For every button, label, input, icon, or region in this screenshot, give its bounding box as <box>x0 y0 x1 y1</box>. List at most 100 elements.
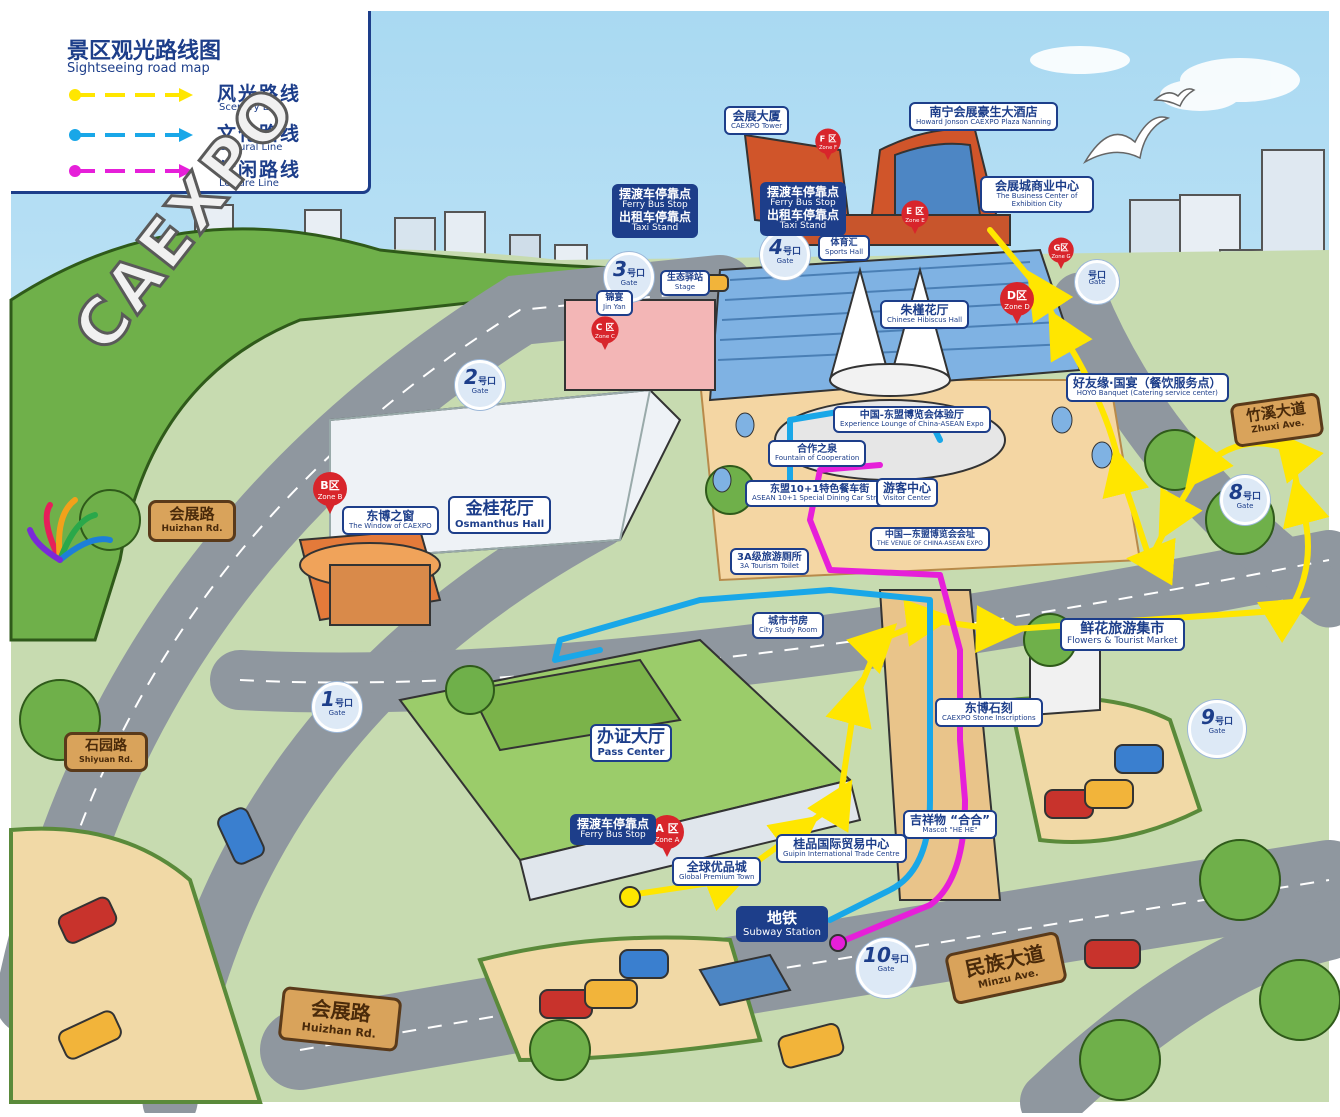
huizhan-top-en: Huizhan Rd. <box>161 524 223 534</box>
ferry-right-en: Ferry Bus Stop <box>770 198 836 209</box>
osmanthus-en: Osmanthus Hall <box>455 518 545 530</box>
zone-d-label: D区 <box>1006 289 1028 302</box>
legend-leisure-label: 休闲路线 <box>217 159 302 181</box>
zone-e-label: E 区 <box>906 206 924 217</box>
mascot-label[interactable]: 吉祥物 “合合”Mascot "HE HE" <box>903 810 997 839</box>
zone-c-en: Zone C <box>595 333 615 340</box>
study-en: City Study Room <box>759 626 818 634</box>
zone-e-en: Zone E <box>905 217 925 224</box>
legend-title: 景区观光路线图 <box>67 39 222 64</box>
huizhan-top-zh: 会展路 <box>169 505 215 523</box>
leisure-line-swatch <box>69 164 193 178</box>
gate-1-hao: 号口 <box>334 699 353 709</box>
business-center-zh: 会展城商业中心 <box>994 179 1079 193</box>
sports-hall-zh: 体育汇 <box>830 238 858 248</box>
scenery-line-swatch <box>69 88 193 102</box>
gate-9-hao: 号口 <box>1214 717 1233 727</box>
gate-8-hao: 号口 <box>1242 492 1261 502</box>
gate-8-number: 8 <box>1229 480 1243 504</box>
osmanthus-zh: 金桂花厅 <box>465 499 534 519</box>
mascot-zh: 吉祥物 “合合” <box>910 813 990 827</box>
taxi-left-en: Taxi Stand <box>631 223 679 234</box>
hoyo-zh: 好友缘·国宴（餐饮服务点） <box>1073 376 1222 390</box>
legend-row-scenery: 风光路线 Scenery Line <box>67 79 357 113</box>
zone-b-en: Zone B <box>317 493 343 501</box>
venue-en: THE VENUE OF CHINA-ASEAN EXPO <box>877 539 983 547</box>
gate-3-en: Gate <box>620 279 638 287</box>
dining-en: ASEAN 10+1 Special Dining Car Street <box>752 494 888 502</box>
gate-10-en: Gate <box>877 965 895 973</box>
flowers-en: Flowers & Tourist Market <box>1067 636 1178 647</box>
legend-scenery-label: 风光路线 <box>217 83 302 105</box>
jinyan-en: Jin Yan <box>603 302 626 311</box>
legend-leisure-en: Leisure Line <box>219 178 279 189</box>
study-zh: 城市书房 <box>768 616 809 627</box>
guipin-en: Guipin International Trade Centre <box>783 850 900 859</box>
zone-c-building <box>564 299 716 391</box>
taxi-right-en: Taxi Stand <box>779 221 827 232</box>
gate-2-en: Gate <box>471 387 489 395</box>
gate-2-number: 2 <box>464 365 478 389</box>
legend-cultural-label: 文化路线 <box>217 123 302 145</box>
gate-4-number: 4 <box>769 235 783 259</box>
gate-7-en: Gate <box>1088 278 1106 286</box>
visitor-zh: 游客中心 <box>883 481 932 495</box>
zone-f-label: F 区 <box>819 133 837 144</box>
legend-row-cultural: 文化路线 Cultural Line <box>67 119 357 153</box>
global-en: Global Premium Town <box>679 873 755 882</box>
zone-f-en: Zone F <box>818 144 838 151</box>
hibiscus-en: Chinese Hibiscus Hall <box>887 316 963 325</box>
hoyo-banquet-label[interactable]: 好友缘·国宴（餐饮服务点）HOYO Banquet (Catering serv… <box>1066 373 1229 402</box>
global-zh: 全球优品城 <box>686 860 747 874</box>
gate-8-en: Gate <box>1236 502 1254 510</box>
business-center-en: The Business Center of Exhibition City <box>996 192 1078 208</box>
dining-zh: 东盟10+1特色餐车街 <box>769 484 870 495</box>
subway-station-building <box>698 953 792 1007</box>
jinyan-zh: 锦宴 <box>605 293 624 303</box>
gate-10-number: 10 <box>863 943 891 967</box>
stone-zh: 东博石刻 <box>964 701 1013 715</box>
zone-a-en: Zone A <box>654 836 680 844</box>
zone-d-en: Zone D <box>1004 303 1030 311</box>
